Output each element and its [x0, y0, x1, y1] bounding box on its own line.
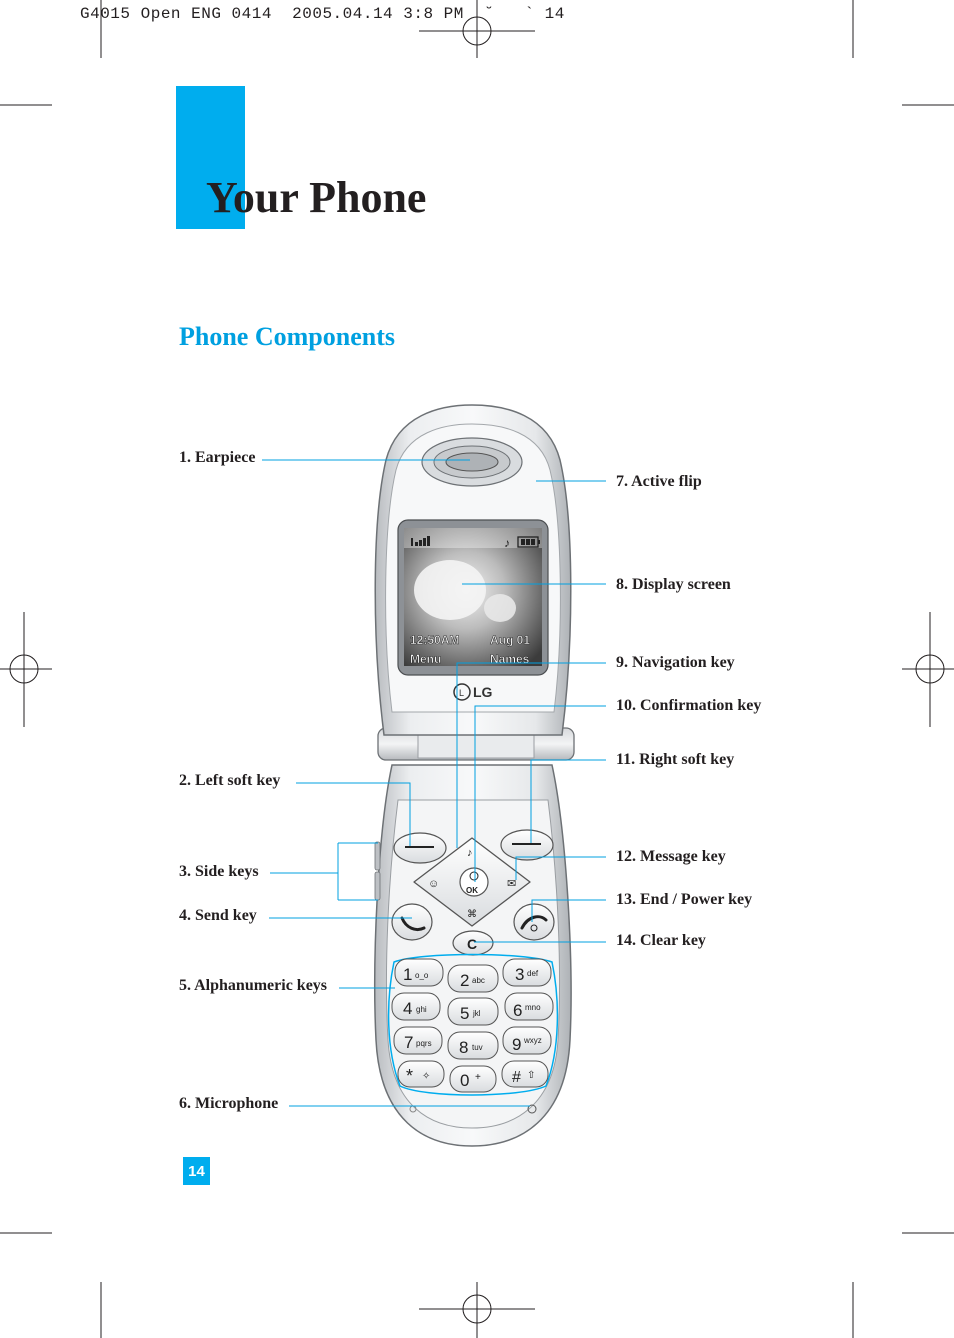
label-message-key: 12. Message key — [616, 848, 726, 865]
key-7[interactable] — [393, 1026, 443, 1055]
label-send-key: 4. Send key — [179, 907, 257, 924]
svg-text:abc: abc — [472, 976, 485, 985]
shift-icon: ⇧ — [527, 1070, 535, 1081]
svg-text:7: 7 — [404, 1033, 413, 1052]
label-end-power-key: 13. End / Power key — [616, 891, 753, 908]
display-screen — [397, 519, 549, 676]
confirmation-key[interactable]: OK — [459, 867, 489, 897]
svg-text:C: C — [467, 936, 477, 952]
section-title: Phone Components — [179, 322, 395, 351]
lg-logo: L LG — [453, 683, 493, 701]
key-4[interactable] — [391, 992, 441, 1021]
label-left-soft-key: 2. Left soft key — [179, 772, 281, 789]
svg-text:4: 4 — [403, 999, 412, 1018]
key-2[interactable] — [447, 964, 499, 993]
svg-text:tuv: tuv — [472, 1043, 483, 1052]
svg-text:mno: mno — [525, 1003, 541, 1012]
key-3[interactable] — [502, 958, 552, 987]
svg-text:+: + — [475, 1072, 481, 1083]
label-display-screen: 8. Display screen — [616, 576, 731, 593]
key-star[interactable] — [397, 1060, 445, 1088]
svg-text:OK: OK — [466, 886, 478, 895]
end-power-key[interactable] — [513, 903, 555, 941]
right-soft-key[interactable] — [500, 829, 554, 861]
page-number: 14 — [183, 1157, 210, 1185]
svg-text:3: 3 — [515, 965, 524, 984]
label-right-soft-key: 11. Right soft key — [616, 751, 735, 768]
svg-text:L: L — [459, 688, 464, 698]
nav-up-icon: ♪ — [467, 847, 473, 859]
svg-text:ᴏ_ᴏ: ᴏ_ᴏ — [415, 971, 429, 980]
title-accent-block — [176, 86, 245, 229]
key-hash[interactable] — [501, 1060, 549, 1088]
key-1[interactable] — [394, 958, 444, 987]
key-6[interactable] — [504, 992, 554, 1021]
svg-text:2: 2 — [460, 971, 469, 990]
svg-text:LG: LG — [473, 684, 493, 700]
label-navigation-key: 9. Navigation key — [616, 654, 735, 671]
print-slug: G4015 Open ENG 0414 2005.04.14 3:8 PM ˘ … — [80, 5, 565, 23]
nav-down-icon: ⌘ — [467, 909, 477, 920]
vibrate-icon: ✧ — [422, 1071, 430, 1082]
svg-text:ghi: ghi — [416, 1005, 427, 1014]
label-clear-key: 14. Clear key — [616, 932, 706, 949]
label-active-flip: 7. Active flip — [616, 473, 702, 490]
nav-left-icon: ☺ — [428, 878, 439, 890]
label-side-keys: 3. Side keys — [179, 863, 259, 880]
svg-text:9: 9 — [512, 1035, 521, 1054]
label-alphanumeric-keys: 5. Alphanumeric keys — [179, 977, 328, 994]
clear-key[interactable]: C — [452, 930, 494, 956]
left-soft-key[interactable] — [393, 832, 447, 864]
svg-text:8: 8 — [459, 1038, 468, 1057]
nav-right-envelope-icon: ✉ — [507, 878, 516, 890]
screen-softkey-names: Names — [490, 652, 530, 666]
earpiece — [421, 437, 523, 487]
key-5[interactable] — [447, 997, 499, 1026]
svg-text:pqrs: pqrs — [416, 1039, 432, 1048]
ringer-icon: ♪ — [504, 536, 510, 550]
key-8[interactable] — [447, 1031, 499, 1060]
svg-text:#: # — [512, 1069, 521, 1086]
alphanumeric-keys-outline — [387, 953, 559, 1096]
battery-icon — [517, 536, 540, 548]
svg-text:*: * — [406, 1066, 413, 1086]
alphanumeric-keys[interactable]: 1 ᴏ_ᴏ 2 abc 3 def 4 ghi 5 jkl 6 mno 7 pq… — [391, 958, 554, 1093]
side-keys[interactable] — [374, 841, 381, 901]
svg-text:6: 6 — [513, 1001, 522, 1020]
screen-date: Aug 01 — [490, 633, 530, 647]
signal-strength-icon — [411, 536, 430, 546]
end-phone-icon — [520, 915, 548, 930]
page-title: Your Phone — [206, 173, 427, 222]
send-phone-icon — [400, 916, 426, 932]
label-confirmation-key: 10. Confirmation key — [616, 697, 762, 714]
leader-lines — [262, 459, 606, 1107]
label-microphone: 6. Microphone — [179, 1095, 279, 1112]
svg-text:5: 5 — [460, 1004, 469, 1023]
svg-text:def: def — [527, 969, 539, 978]
key-0[interactable] — [449, 1065, 497, 1093]
svg-text:jkl: jkl — [472, 1009, 481, 1018]
screen-time: 12:50AM — [410, 633, 459, 647]
send-key[interactable] — [391, 903, 433, 941]
screen-softkey-menu: Menu — [410, 652, 441, 666]
svg-text:0: 0 — [460, 1071, 469, 1090]
key-9[interactable] — [502, 1026, 552, 1055]
label-earpiece: 1. Earpiece — [179, 449, 256, 466]
svg-text:wxyz: wxyz — [523, 1036, 542, 1045]
power-icon — [530, 924, 538, 932]
svg-text:1: 1 — [403, 965, 412, 984]
